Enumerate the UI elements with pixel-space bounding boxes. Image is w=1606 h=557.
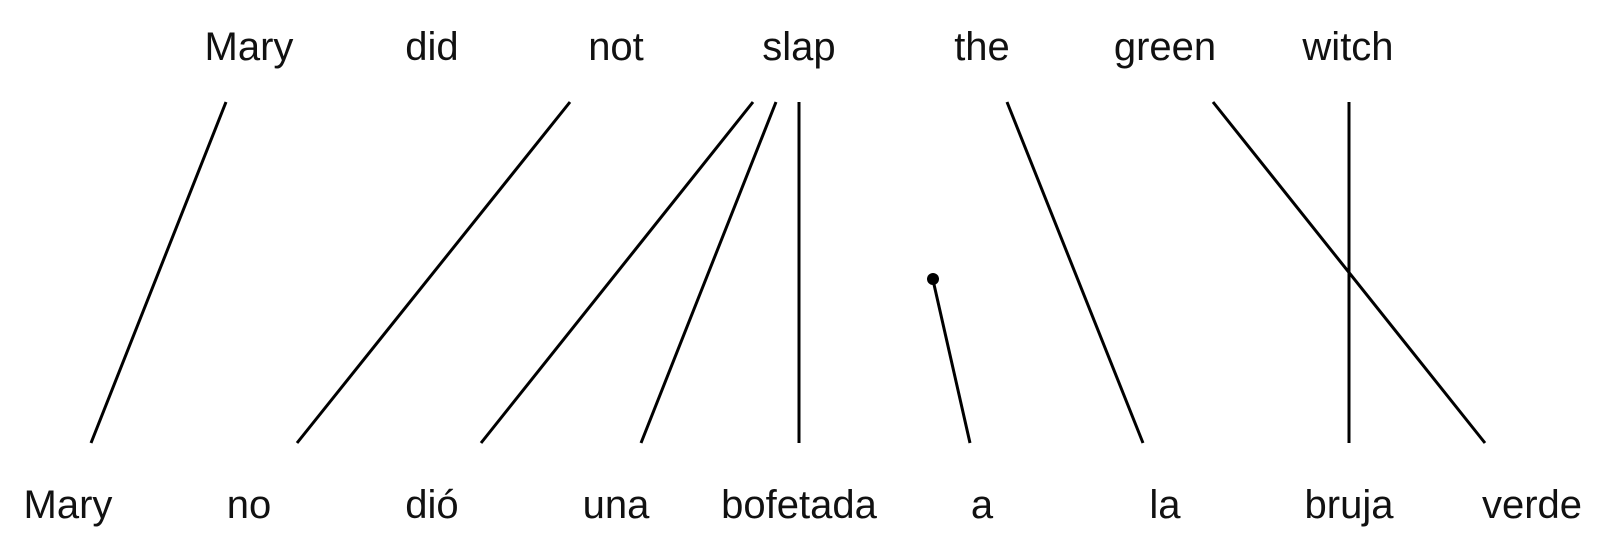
target-words: Mary no dió una bofetada a la bruja verd…	[24, 483, 1582, 527]
unaligned-dot-marker	[927, 273, 939, 285]
link-the-la	[1005, 101, 1145, 444]
target-word-no: no	[227, 483, 272, 527]
source-words: Mary did not slap the green witch	[205, 25, 1394, 69]
target-word-verde: verde	[1482, 483, 1582, 527]
target-word-mary: Mary	[24, 483, 113, 527]
source-word-the: the	[954, 25, 1010, 69]
target-word-bruja: bruja	[1305, 483, 1395, 527]
link-mary-mary	[89, 101, 228, 444]
target-word-bofetada: bofetada	[721, 483, 877, 527]
target-word-dio: dió	[405, 483, 458, 527]
source-word-did: did	[405, 25, 458, 69]
target-word-una: una	[583, 483, 650, 527]
link-not-no	[295, 101, 572, 444]
source-word-witch: witch	[1301, 25, 1393, 69]
target-word-a: a	[971, 483, 994, 527]
link-a-unaligned	[931, 279, 972, 444]
alignment-links	[89, 101, 1487, 444]
source-word-slap: slap	[762, 25, 835, 69]
link-slap-dio	[479, 101, 755, 444]
link-slap-una	[639, 101, 778, 444]
source-word-not: not	[588, 25, 644, 69]
target-word-la: la	[1149, 483, 1181, 527]
source-word-mary: Mary	[205, 25, 294, 69]
source-word-green: green	[1114, 25, 1216, 69]
